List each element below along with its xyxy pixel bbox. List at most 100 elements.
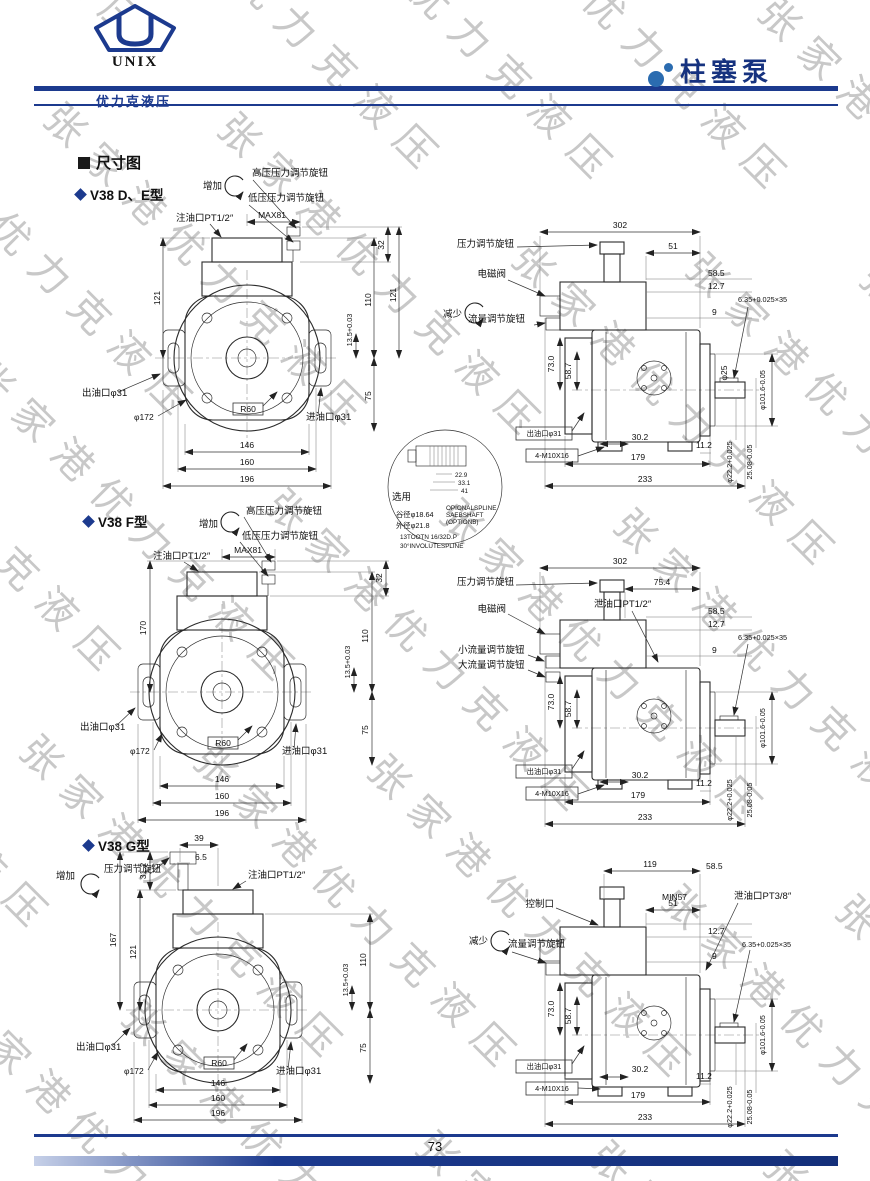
- f-front-drawing: 增加 高压压力调节旋钮 低压压力调节旋钮 注油口PT1/2″ MAX81 170…: [80, 505, 390, 824]
- dim-label: 73.0: [546, 693, 556, 710]
- dim-label: 121: [152, 291, 162, 305]
- dim-label: MIN57: [662, 892, 687, 902]
- brand-dots-icon: [648, 61, 674, 89]
- note-label: 选用: [392, 491, 411, 503]
- decrease-label: 减少: [443, 308, 463, 320]
- port-label: 进油口φ31: [282, 745, 327, 757]
- port-label: 出油口φ31: [80, 721, 125, 733]
- dim-label: 6.35+0.025×35: [738, 295, 787, 304]
- dot-icon: [648, 71, 664, 87]
- port-label: 出油口φ31: [527, 767, 562, 776]
- bolt-label: 4-M10X16: [535, 1084, 569, 1093]
- dim-label: 6.5: [195, 852, 207, 862]
- dim-label: 11.2: [696, 440, 712, 450]
- port-label: 注油口PT1/2″: [176, 212, 234, 224]
- note-label: (OPTIONB): [446, 519, 479, 526]
- dim-label: 12.7: [708, 281, 725, 291]
- port-label: 出油口φ31: [527, 429, 562, 438]
- dim-label: 30.2: [632, 770, 649, 780]
- dim-label: 302: [613, 556, 627, 566]
- increase-label: 增加: [56, 870, 75, 882]
- page-number: 73: [427, 1139, 443, 1154]
- section-heading-text: V38 D、E型: [90, 188, 164, 203]
- decrease-label: 减少: [469, 935, 489, 947]
- dim-label: 25.08-0.05: [745, 1090, 754, 1125]
- dim-label: MAX81: [258, 210, 286, 220]
- logo-text: UNIX: [112, 54, 158, 70]
- dim-label: φ22.2+0.025: [725, 441, 734, 482]
- product-title: 柱塞泵: [648, 52, 773, 89]
- dim-label: R60: [240, 404, 256, 414]
- dim-label: 41: [461, 488, 469, 495]
- f-side-drawing: 302 75.4 压力调节旋钮 泄油口PT1/2″ 电磁阀 58.5 12.7 …: [457, 556, 787, 828]
- knob-label: 高压压力调节旋钮: [246, 505, 323, 517]
- note-label: 谷径φ18.64: [396, 510, 434, 519]
- dim-label: 233: [638, 1112, 652, 1122]
- dim-label: 179: [631, 1090, 645, 1100]
- port-label: 泄油口PT1/2″: [594, 598, 652, 610]
- dim-label: φ22.2+0.025: [725, 779, 734, 820]
- dim-label: 196: [211, 1108, 225, 1118]
- dim-label: 9: [712, 645, 717, 655]
- dim-label: 51: [668, 241, 678, 251]
- note-label: 外径φ21.8: [396, 521, 430, 530]
- dim-label: 73.0: [546, 355, 556, 372]
- section-heading-text: V38 F型: [98, 515, 148, 530]
- port-label: 出油口φ31: [82, 387, 127, 399]
- dim-label: φ22.2+0.025: [725, 1086, 734, 1127]
- dim-label: 32: [376, 240, 386, 250]
- header-bar: [34, 86, 838, 91]
- dim-label: φ25: [719, 365, 729, 380]
- g-side-drawing: 119 58.5 MIN57 51 控制口 泄油口PT3/8″ 12.7 6.3…: [469, 859, 792, 1128]
- dim-label: 160: [215, 791, 229, 801]
- dim-label: 146: [211, 1078, 225, 1088]
- dim-label: 58.7: [563, 362, 573, 379]
- port-label: 泄油口PT3/8″: [734, 890, 792, 902]
- dim-label: 233: [638, 474, 652, 484]
- de-front-drawing: 增加 高压压力调节旋钮 低压压力调节旋钮 注油口PT1/2″ MAX81 121…: [82, 167, 403, 490]
- knob-label: 小流量调节旋钮: [458, 644, 525, 656]
- diamond-bullet-icon: [82, 838, 95, 852]
- dim-label: 146: [240, 440, 254, 450]
- dim-label: 25.08-0.05: [745, 445, 754, 480]
- note-label: SAEBSHAFT: [446, 512, 484, 519]
- dim-label: 13.5+0.03: [341, 964, 350, 997]
- dim-label: 233: [638, 812, 652, 822]
- product-title-text: 柱塞泵: [680, 57, 774, 87]
- increase-label: 增加: [203, 180, 222, 192]
- bolt-label: 4-M10X16: [535, 451, 569, 460]
- port-label: 出油口φ31: [527, 1062, 562, 1071]
- dim-label: 179: [631, 452, 645, 462]
- dim-label: 13.5+0.03: [345, 314, 354, 347]
- footer-line: [34, 1134, 838, 1137]
- dim-label: 25.08-0.05: [745, 783, 754, 818]
- section-heading-de: V38 D、E型: [74, 184, 164, 204]
- dim-label: 9: [712, 951, 717, 961]
- dim-label: φ172: [134, 412, 154, 422]
- knob-label: 低压压力调节旋钮: [242, 530, 319, 542]
- port-label: 进油口φ31: [276, 1065, 321, 1077]
- dim-label: 11.2: [696, 1071, 712, 1081]
- dim-label: 196: [215, 808, 229, 818]
- dim-label: 160: [211, 1093, 225, 1103]
- dim-label: 13.5+0.03: [343, 646, 352, 679]
- dim-label: 12.7: [708, 926, 725, 936]
- dim-label: 146: [215, 774, 229, 784]
- dim-label: 9: [712, 307, 717, 317]
- dim-label: 58.7: [563, 1007, 573, 1024]
- dim-label: 110: [360, 629, 370, 643]
- knob-label: 压力调节旋钮: [457, 238, 515, 250]
- shaft-spline-detail: 选用 谷径φ18.64 外径φ21.8 OPIONALSPLINE SAEBSH…: [387, 429, 503, 550]
- section-heading-g: V38 G型: [82, 835, 150, 855]
- dim-label: φ101.6-0.05: [758, 708, 767, 748]
- dim-label: 121: [388, 288, 398, 302]
- knob-label: 大流量调节旋钮: [458, 659, 525, 671]
- note-label: 13TOOTN 16/32D.P: [400, 534, 457, 541]
- dim-label: 22.9: [455, 472, 468, 479]
- dim-label: 196: [240, 474, 254, 484]
- dim-label: 110: [363, 293, 373, 307]
- dim-label: R60: [211, 1058, 227, 1068]
- page-title: 尺寸图: [78, 152, 141, 173]
- knob-label: 高压压力调节旋钮: [252, 167, 329, 179]
